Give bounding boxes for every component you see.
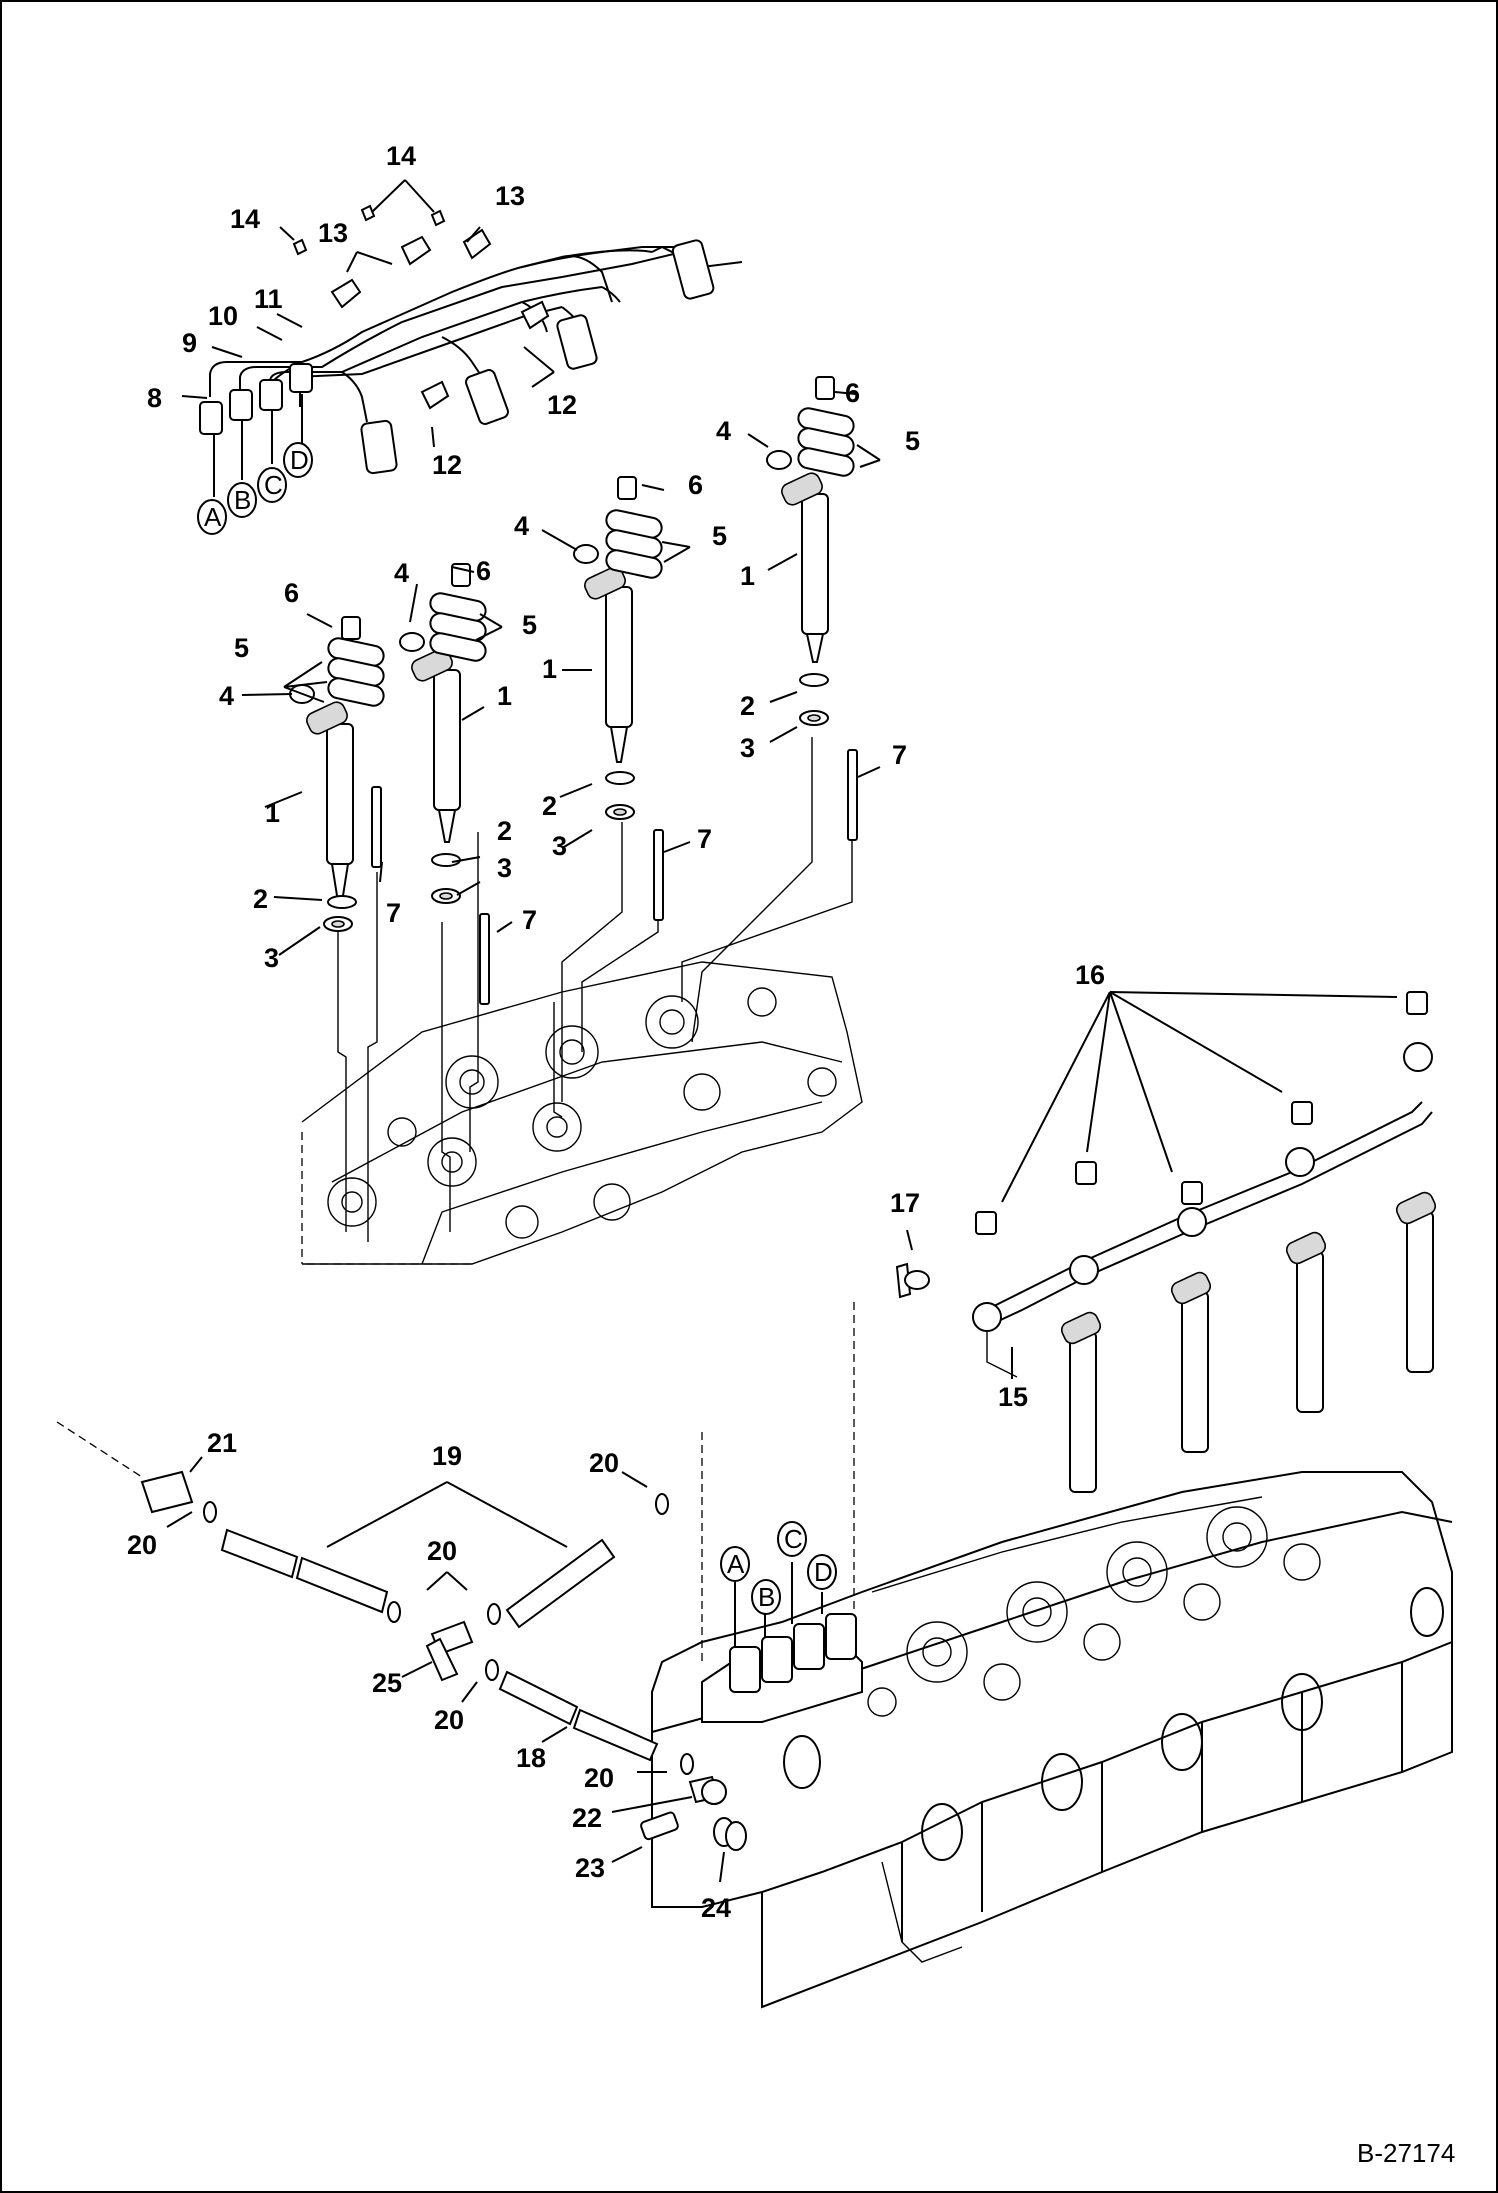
callout-7-d: 7	[386, 898, 401, 928]
lower-cylinder-head	[651, 1471, 1453, 2009]
callout-3-d: 3	[264, 943, 279, 973]
callout-25: 25	[372, 1668, 402, 1698]
callout-13-left: 13	[318, 218, 348, 248]
upper-injector-1	[289, 684, 357, 932]
callout-6-d: 6	[284, 578, 299, 608]
callout-24: 24	[701, 1893, 731, 1923]
callout-12-left: 12	[432, 450, 462, 480]
hold-down-clamps	[327, 376, 855, 707]
connector-d-lower: D	[814, 1557, 833, 1587]
upper-injector-2	[399, 632, 461, 904]
callout-labels: 14 14 13 13 11 10 9 8 12 12 A B C D 6 4 …	[127, 141, 1455, 2168]
upper-injector-4	[766, 450, 829, 726]
injector-pipe-nuts	[360, 239, 715, 475]
connector-a-lower: A	[727, 1549, 745, 1579]
callout-5-c: 5	[522, 610, 537, 640]
return-hoses	[56, 1421, 694, 1775]
callout-2-d: 2	[253, 884, 268, 914]
callout-3-a: 3	[740, 733, 755, 763]
callout-6-c: 6	[476, 556, 491, 586]
connector-c-upper-circle	[257, 467, 287, 503]
washer-17	[895, 1262, 930, 1299]
callout-5-d: 5	[234, 633, 249, 663]
connector-c-upper: C	[264, 470, 283, 500]
callout-7-c: 7	[522, 905, 537, 935]
callout-16: 16	[1075, 960, 1105, 990]
connector-b-upper: B	[234, 485, 251, 515]
upper-cylinder-head	[301, 961, 863, 1265]
callout-20-c: 20	[427, 1536, 457, 1566]
connector-c-lower: C	[784, 1524, 803, 1554]
callout-14-left: 14	[230, 204, 260, 234]
callout-8: 8	[147, 383, 162, 413]
studs	[371, 749, 858, 1005]
callout-6-a: 6	[845, 378, 860, 408]
pipe-clamps	[330, 228, 550, 410]
callout-18: 18	[516, 1743, 546, 1773]
connector-markers-lower	[720, 1521, 837, 1647]
leader-lines	[166, 179, 1398, 1883]
callout-2-c: 2	[497, 816, 512, 846]
callout-20-d: 20	[434, 1705, 464, 1735]
pipe-end-nuts	[199, 363, 313, 435]
connector-d-upper: D	[290, 445, 309, 475]
callout-20-b: 20	[127, 1530, 157, 1560]
callout-17: 17	[890, 1188, 920, 1218]
connector-d-upper-circle	[283, 442, 313, 478]
callout-19: 19	[432, 1441, 462, 1471]
connector-a-upper: A	[204, 502, 222, 532]
callout-5-b: 5	[712, 521, 727, 551]
fuel-injection-pipes	[209, 245, 743, 423]
callout-7-a: 7	[892, 740, 907, 770]
callout-5-a: 5	[905, 426, 920, 456]
lower-injectors	[1060, 1191, 1437, 1493]
callout-6-b: 6	[688, 470, 703, 500]
callout-1-b: 1	[542, 654, 557, 684]
callout-4-c: 4	[394, 558, 409, 588]
document-reference: B-27174	[1357, 2138, 1455, 2168]
callout-2-a: 2	[740, 691, 755, 721]
callout-15: 15	[998, 1382, 1028, 1412]
connector-markers-upper	[197, 394, 313, 535]
callout-22: 22	[572, 1803, 602, 1833]
callout-13-right: 13	[495, 181, 525, 211]
callout-21: 21	[207, 1428, 237, 1458]
callout-4-a: 4	[716, 416, 731, 446]
clamp-bolts	[292, 204, 446, 256]
callout-20-e: 20	[584, 1763, 614, 1793]
callout-12-right: 12	[547, 390, 577, 420]
callout-11: 11	[254, 284, 283, 314]
upper-injector-3	[573, 544, 635, 820]
connector-a-upper-circle	[197, 499, 227, 535]
callout-23: 23	[575, 1853, 605, 1883]
banjo-fitting	[640, 1775, 747, 1851]
callout-1-c: 1	[497, 681, 512, 711]
leak-off-pipe	[972, 1042, 1433, 1378]
callout-4-d: 4	[219, 681, 234, 711]
callout-3-c: 3	[497, 853, 512, 883]
callout-9: 9	[182, 328, 197, 358]
return-block	[701, 1302, 863, 1723]
callout-10: 10	[208, 301, 238, 331]
callout-7-b: 7	[697, 824, 712, 854]
callout-1-d: 1	[265, 798, 280, 828]
connector-b-upper-circle	[227, 482, 257, 518]
banjo-bolts	[975, 991, 1428, 1235]
callout-2-b: 2	[542, 791, 557, 821]
callout-20-a: 20	[589, 1448, 619, 1478]
upper-alignment-lines	[337, 737, 853, 1242]
callout-1-a: 1	[740, 561, 755, 591]
callout-14-top: 14	[386, 141, 416, 171]
callout-3-b: 3	[552, 831, 567, 861]
callout-4-b: 4	[514, 511, 529, 541]
connector-b-lower: B	[758, 1582, 775, 1612]
